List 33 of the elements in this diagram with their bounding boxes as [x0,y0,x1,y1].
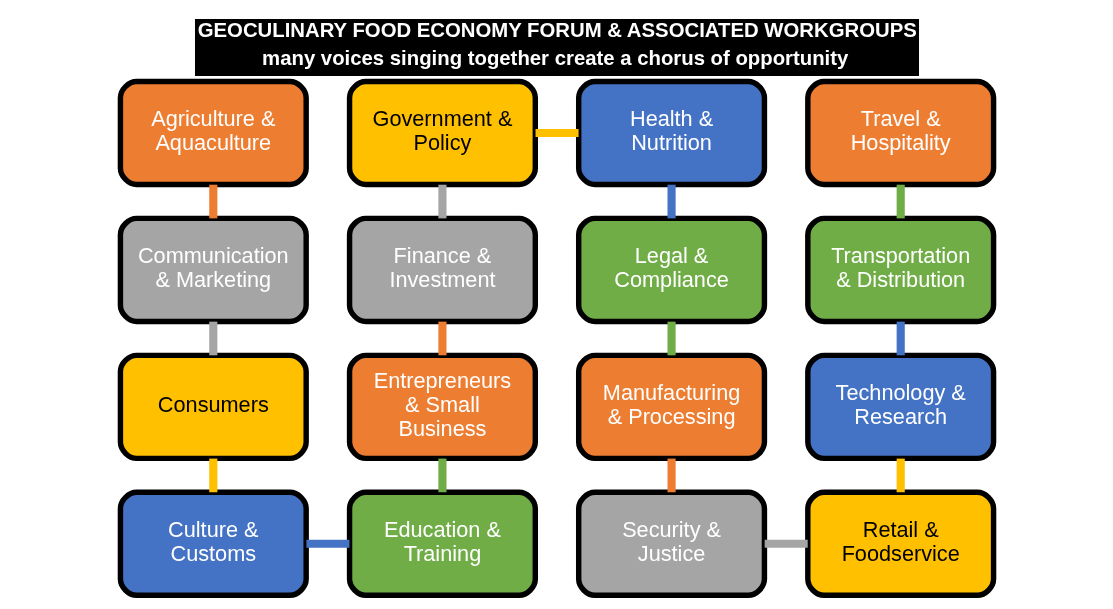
connector [208,458,217,493]
connector [437,184,446,219]
node-box: Government & Policy [346,78,538,188]
connector [535,128,579,138]
node-box: Culture & Customs [117,489,309,599]
connector [896,184,905,219]
caption: many voices singing together create a chorus of opportunity [261,47,848,70]
node-box: Education & Training [346,489,538,599]
node-box: Manufacturing & Processing [575,352,767,462]
node-box: Agriculture & Aquaculture [117,78,309,188]
node-box: Transportation & Distribution [804,215,996,325]
node-box: Security & Justice [575,489,767,599]
connector [896,458,905,493]
connector [305,539,349,548]
connector [437,458,446,493]
connector [764,539,808,548]
node-box: Travel & Hospitality [804,78,996,188]
connector [667,321,676,356]
node-box: Entrepreneurs & Small Business [346,352,538,462]
node-box: Consumers [117,352,309,462]
diagram-title: GEOCULINARY FOOD ECONOMY FORUM & ASSOCIATED WORKGROUPS [197,18,917,41]
connector [208,184,217,219]
connector [896,321,905,356]
node-box: Technology & Research [804,352,996,462]
connector [208,321,217,356]
node-box: Retail & Foodservice [804,489,996,599]
connector [437,321,446,356]
connector [667,458,676,493]
node-box: Communication & Marketing [117,215,309,325]
node-box: Finance & Investment [346,215,538,325]
node-box: Legal & Compliance [575,215,767,325]
connector [667,184,676,219]
node-box: Health & Nutrition [575,78,767,188]
